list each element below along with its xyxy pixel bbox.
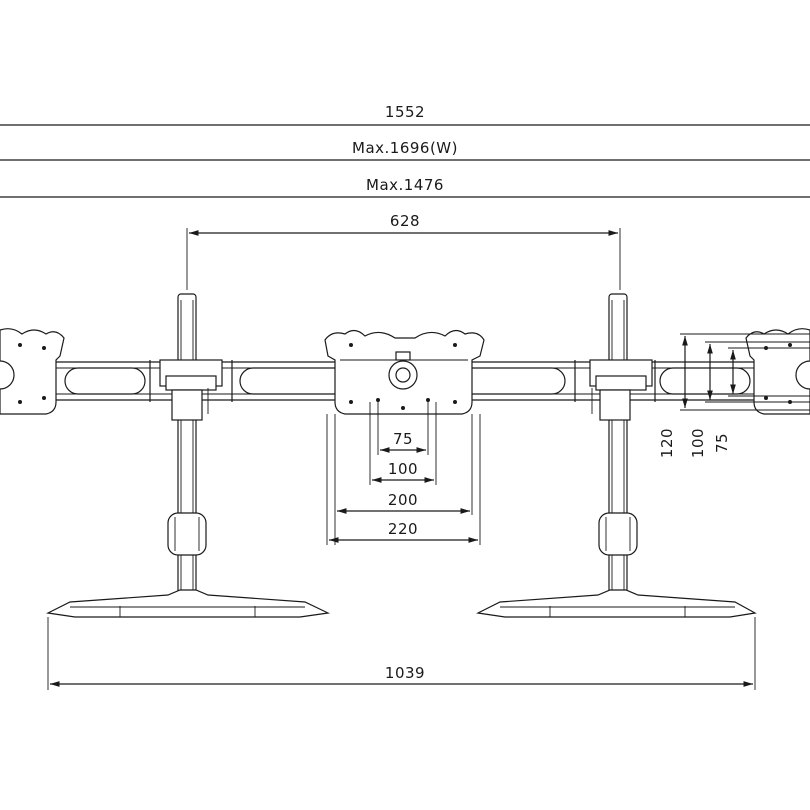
dim-label-1039: 1039 xyxy=(385,664,425,682)
dimension-horizontal-vesa: 75 100 200 220 xyxy=(326,400,481,545)
right-base xyxy=(476,589,757,618)
dim-label-max-1476: Max.1476 xyxy=(366,176,444,194)
left-base xyxy=(46,589,331,618)
dim-label-vert-120: 120 xyxy=(658,428,676,458)
dim-label-vesa-100: 100 xyxy=(388,460,418,478)
dim-label-vesa-220: 220 xyxy=(388,520,418,538)
dim-label-vesa-75: 75 xyxy=(393,430,413,448)
dimension-max-arm: Max.1476 xyxy=(0,176,810,198)
dim-label-max-1696: Max.1696(W) xyxy=(352,139,458,157)
dimension-base-width: 1039 xyxy=(47,617,756,690)
dimension-vertical-vesa: 120 100 75 xyxy=(658,333,810,458)
dim-label-vert-75: 75 xyxy=(713,433,731,453)
left-pole xyxy=(167,293,207,595)
dimension-overall-width: 1552 xyxy=(0,103,810,126)
dim-label-vesa-200: 200 xyxy=(388,491,418,509)
dim-label-1552: 1552 xyxy=(385,103,425,121)
dim-label-vert-100: 100 xyxy=(689,428,707,458)
center-vesa-plate xyxy=(324,329,485,415)
dim-label-628: 628 xyxy=(390,212,420,230)
left-pole-clamp xyxy=(159,359,223,421)
right-pole-clamp xyxy=(589,359,653,421)
right-pole xyxy=(598,293,638,595)
left-vesa-plate xyxy=(0,328,65,415)
right-vesa-plate xyxy=(745,328,810,415)
dimension-pole-spacing: 628 xyxy=(186,212,621,290)
dimension-max-width: Max.1696(W) xyxy=(0,139,810,161)
